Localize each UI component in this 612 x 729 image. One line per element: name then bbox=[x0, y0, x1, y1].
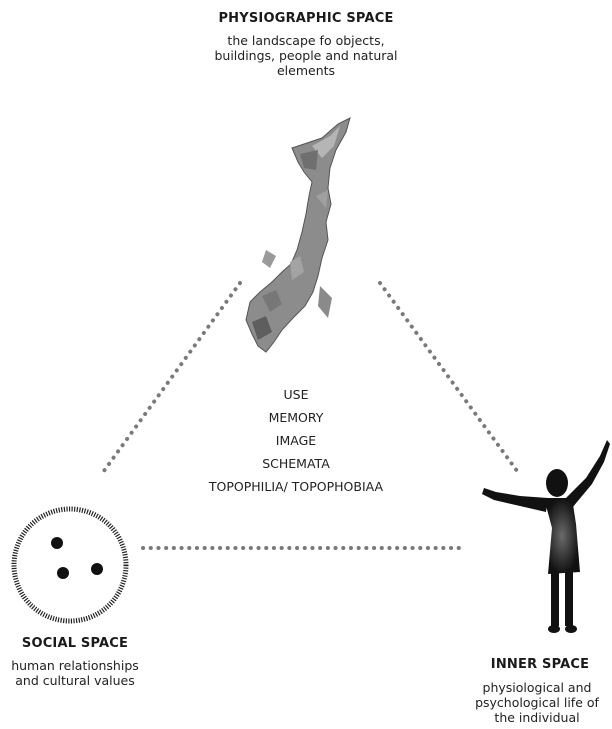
term-memory: MEMORY bbox=[268, 410, 324, 425]
term-image: IMAGE bbox=[275, 433, 317, 448]
person-silhouette-icon bbox=[482, 440, 610, 633]
term-schemata: SCHEMATA bbox=[262, 456, 330, 471]
social-space-description: human relationships and cultural values bbox=[11, 658, 139, 688]
dotted-line-left bbox=[99, 281, 242, 477]
physiographic-space-description: the landscape fo objects, buildings, peo… bbox=[214, 33, 398, 78]
group-dot bbox=[51, 537, 63, 549]
central-terms-list: USE MEMORY IMAGE SCHEMATA TOPOPHILIA/ TO… bbox=[186, 383, 406, 498]
term-topophilia: TOPOPHILIA/ TOPOPHOBIAA bbox=[208, 479, 384, 494]
social-space-title: SOCIAL SPACE bbox=[21, 636, 129, 651]
group-dots-icon bbox=[11, 506, 129, 624]
inner-space-description: physiological and psychological life of … bbox=[475, 680, 599, 725]
dotted-line-right bbox=[378, 281, 522, 477]
physiographic-space-title: PHYSIOGRAPHIC SPACE bbox=[218, 11, 394, 26]
term-use: USE bbox=[283, 387, 309, 402]
group-dot bbox=[91, 563, 103, 575]
inner-space-title: INNER SPACE bbox=[490, 657, 590, 672]
landscape-map-icon bbox=[245, 117, 351, 353]
group-dot bbox=[57, 567, 69, 579]
